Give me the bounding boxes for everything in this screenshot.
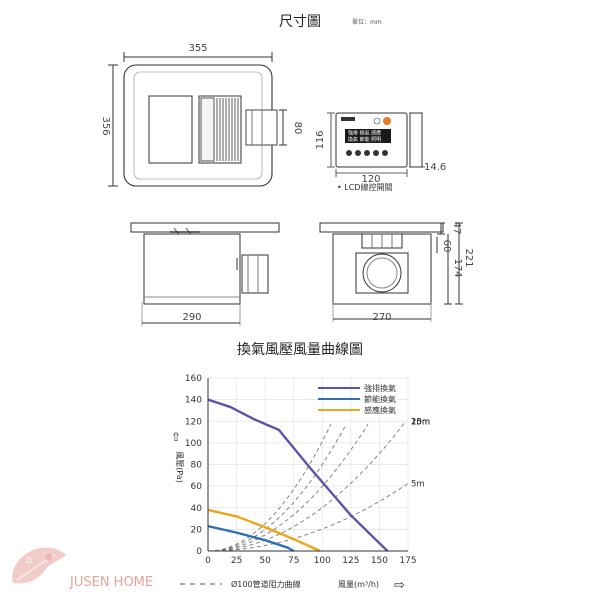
side-duct [241,254,269,294]
resistance-curve-label: 25m [411,417,430,427]
lcd-line-2: 換氣 節能 照明 [348,136,381,143]
y-tick-label: 160 [185,374,202,384]
y-tick-label: 20 [191,525,203,535]
lcd-line-1: 強排 換氣 感應 [348,130,381,137]
unit-note: 單位：mm [352,18,382,26]
side-flange [130,222,280,233]
y-tick-label: 120 [185,417,202,427]
dimension-drawings: 尺寸圖 單位：mm 355 356 80 [100,14,474,326]
controller-width-label: 120 [361,174,380,185]
legend-label: 感應換氣 [364,405,396,415]
front-view [108,52,287,187]
leaf-logo-icon: ⌂ [12,547,67,584]
light-panel [148,95,193,164]
x-tick-label: 75 [288,556,299,566]
resistance-curve-20m [207,426,346,552]
series-line-3 [207,508,321,553]
power-button [383,117,391,125]
x-tick-label: 0 [205,556,211,566]
vent-grille [198,95,242,164]
duct-depth-label: 80 [292,122,303,135]
x-tick-label: 50 [259,556,271,566]
legend-label: 節能換氣 [364,394,396,404]
chart-title: 換氣風壓風量曲線圖 [237,342,363,358]
end-duct-label: 60 [441,240,452,253]
brand-name: JUSEN HOME [69,575,153,590]
controller-depth-label: 14.6 [424,162,446,173]
controller-buttons [346,150,388,156]
controller-caption: • LCD線控開關 [337,182,392,192]
vent-grille-slats [216,98,239,161]
resistance-curve-25m [207,424,332,552]
x-tick-label: 150 [371,556,388,566]
resistance-curve-label: 10m [411,417,430,427]
brand-logo [341,117,355,121]
end-total-label: 221 [463,248,474,267]
lcd-display [345,129,391,143]
dimension-title: 尺寸圖 [279,14,321,30]
side-length-label: 290 [182,312,201,323]
controller-side [409,112,423,168]
y-tick-label: 100 [185,439,202,449]
end-top-label: 47 [451,222,462,235]
resistance-curve-15m [207,424,369,552]
series-line-1 [207,398,389,552]
x-tick-label: 125 [342,556,359,566]
lcd-controller: 強排 換氣 感應 換氣 節能 照明 120 116 14.6 • LCD線控開關 [315,112,446,192]
x-tick-label: 25 [231,556,242,566]
chart-series [207,398,389,553]
series-line-2 [207,524,295,553]
watermark: ⌂ JUSEN HOME [12,547,153,590]
resistance-curve-10m [207,421,406,552]
resistance-curve-label: 5m [411,479,425,489]
svg-text:⌂: ⌂ [26,555,32,566]
y-tick-label: 40 [191,504,203,514]
resistance-curve-label: 20m [411,417,430,427]
controller-height-label: 116 [315,130,326,149]
y-tick-label: 80 [191,461,203,471]
resistance-curve-label: 15m [411,417,430,427]
x-axis-arrow: ⇨ [394,578,405,593]
chart-axes: 0 20 40 60 80 100 120 140 160 0 25 50 75 100 125 150 175 [185,374,417,566]
side-view [130,222,280,326]
end-body-label: 174 [452,258,463,277]
x-tick-label: 100 [314,556,331,566]
legend-label: 強排換氣 [364,383,396,393]
x-axis-label: 風量(m³/h) [338,580,379,589]
resistance-curve-5m [207,483,409,552]
fan-outlet [362,253,402,293]
y-tick-label: 60 [191,482,203,492]
y-tick-label: 0 [196,547,202,557]
y-tick-label: 140 [185,396,202,406]
end-width-label: 270 [372,312,391,323]
y-axis-arrow: ⇧ [171,430,181,444]
front-height-label: 356 [100,116,111,135]
resistance-legend-label: Ø100管道阻力曲線 [231,579,301,589]
aux-button [373,117,381,125]
side-housing [143,233,241,305]
front-width-label: 355 [188,43,207,54]
y-axis-label: 風壓(Pa) [175,451,184,483]
end-flange [319,222,444,233]
end-view [319,222,463,322]
x-tick-label: 175 [399,556,416,566]
